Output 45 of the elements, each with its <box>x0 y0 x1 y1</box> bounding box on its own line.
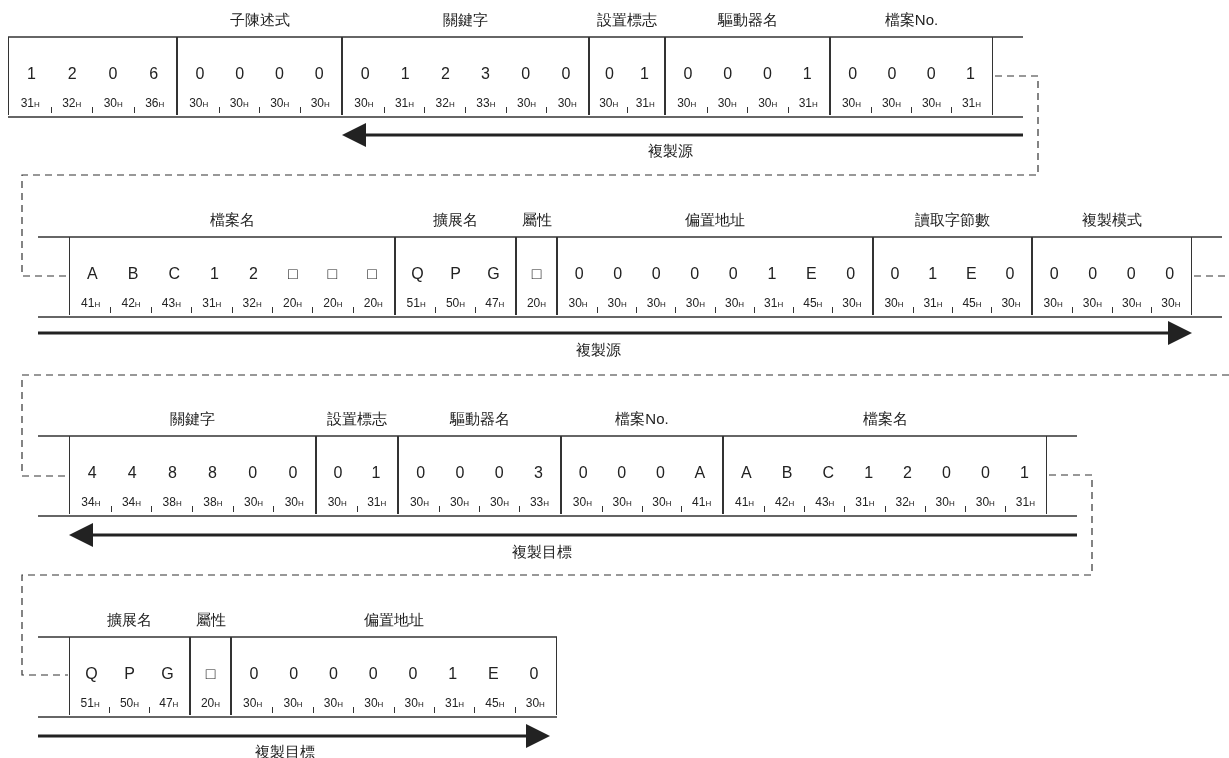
field-heading: 擴展名 <box>433 210 478 230</box>
field-heading: 驅動器名 <box>717 10 778 30</box>
character-row-text: □ <box>204 664 217 684</box>
character-row-text: 0 0 0 A <box>577 463 707 483</box>
field-heading: 檔案名 <box>862 409 908 429</box>
character-row-text: 0 0 0 3 <box>415 463 544 483</box>
character-row-text: 0 0 0 0 <box>194 64 325 84</box>
field-heading: 偏置地址 <box>685 210 745 230</box>
character-row-text: 0 1 <box>604 64 650 84</box>
character-row-text: □ <box>530 264 543 284</box>
character-row-text: 0 1 <box>332 463 382 483</box>
field-heading: 關鍵字 <box>443 10 488 30</box>
field-heading: 驅動器名 <box>449 409 510 429</box>
character-row-text: Q P G <box>84 664 175 684</box>
field-heading: 檔案No. <box>884 10 939 30</box>
field-heading: 設置標志 <box>327 409 387 429</box>
field-heading: 子陳述式 <box>229 10 290 30</box>
character-row-text: 0 0 0 0 <box>1048 264 1176 284</box>
continuation-line <box>21 474 1093 676</box>
character-row-text: 4 4 8 8 0 0 <box>86 463 299 483</box>
field-heading: 偏置地址 <box>364 610 424 630</box>
character-row-text: 0 1 2 3 0 0 <box>359 64 572 84</box>
field-heading: 屬性 <box>521 210 552 230</box>
character-row-text: 0 0 0 0 0 1 E 0 <box>573 264 857 284</box>
character-row-text: 0 0 0 1 <box>682 64 813 84</box>
field-heading: 檔案名 <box>209 210 255 230</box>
field-heading: 關鍵字 <box>170 409 215 429</box>
field-heading: 屬性 <box>195 610 226 630</box>
field-heading: 擴展名 <box>107 610 152 630</box>
field-heading: 複製模式 <box>1082 210 1142 230</box>
arrow-label: 複製目標 <box>512 543 572 562</box>
continuation-line <box>21 275 1229 477</box>
character-row-text: 0 0 0 1 <box>847 64 976 84</box>
character-row-text: A B C 1 2 0 0 1 <box>740 463 1030 483</box>
character-row-text: 1 2 0 6 <box>25 64 160 84</box>
arrow-label: 複製源 <box>575 341 621 360</box>
character-row-text: A B C 1 2 □ □ □ <box>86 264 378 284</box>
field-heading: 設置標志 <box>597 10 657 30</box>
field-heading: 檔案No. <box>615 409 669 429</box>
arrow-label: 複製源 <box>647 142 693 161</box>
field-heading: 讀取字節數 <box>915 210 990 230</box>
character-row-text: 0 1 E 0 <box>889 264 1016 284</box>
character-row-text: Q P G <box>410 264 501 284</box>
character-row-text: 0 0 0 0 0 1 E 0 <box>248 664 540 684</box>
continuation-line <box>21 75 1039 277</box>
